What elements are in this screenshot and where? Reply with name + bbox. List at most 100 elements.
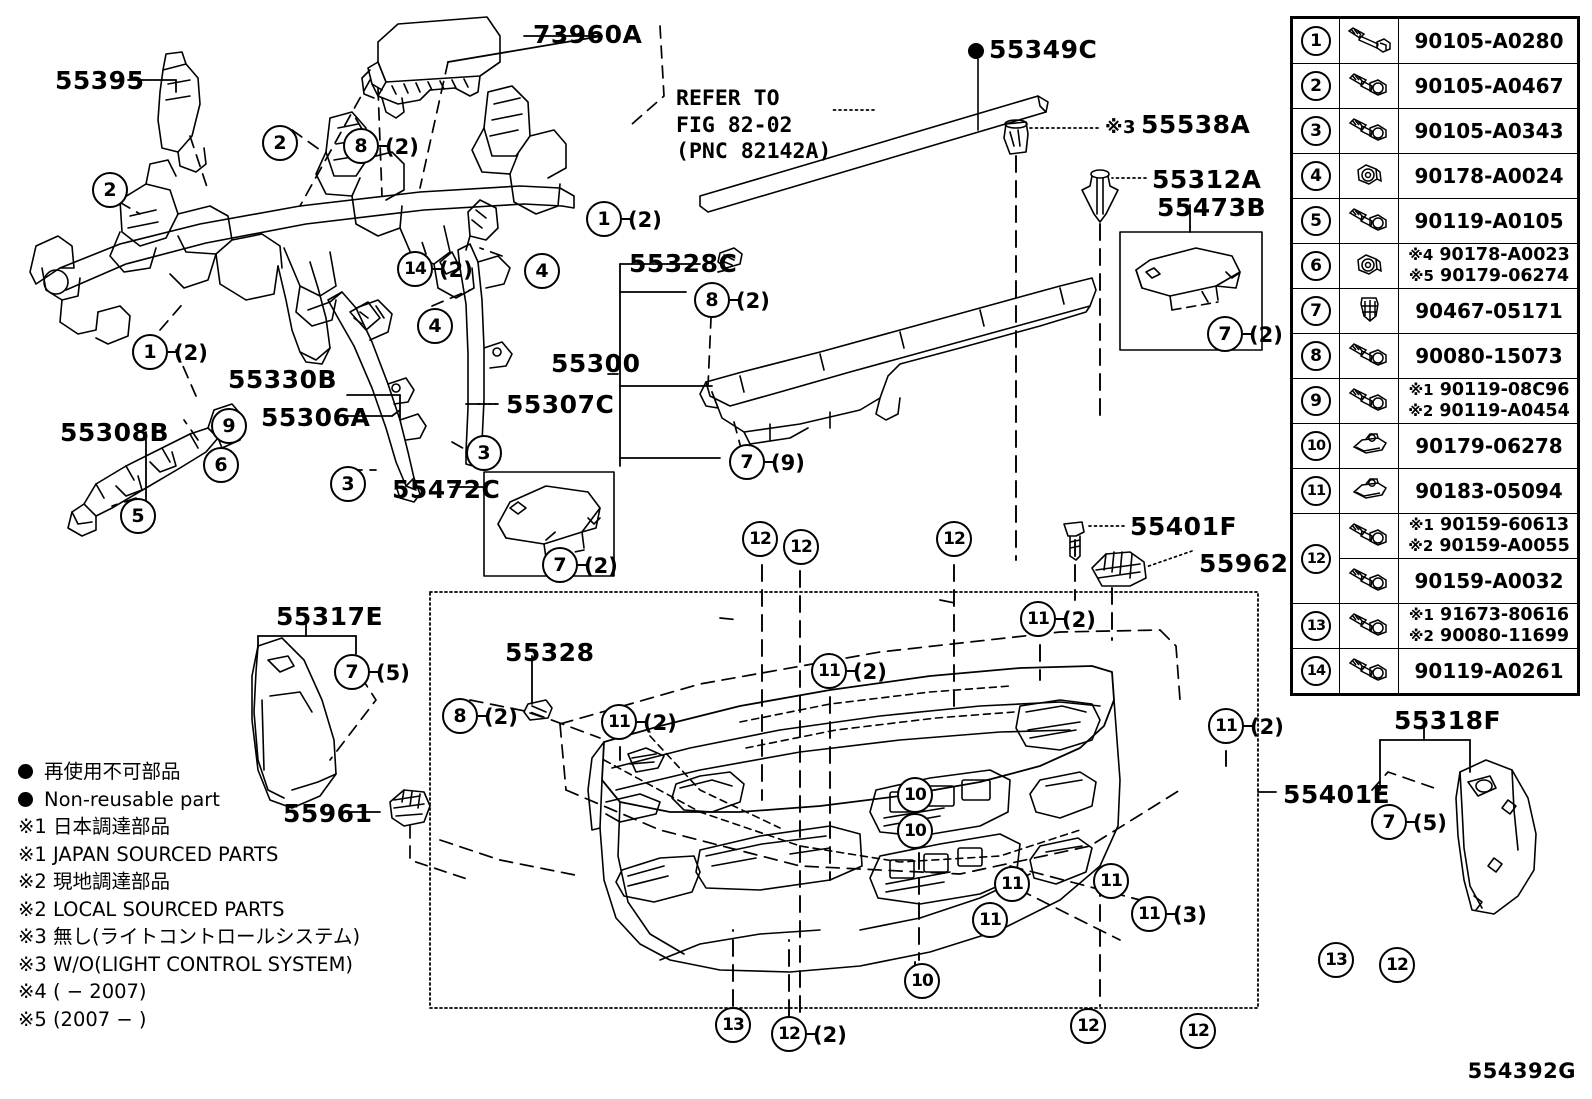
part-55318F-side-panel [1455, 759, 1537, 915]
part-number-55300: 55300 [551, 349, 641, 378]
parts-table-row: 8 90080-15073 [1292, 333, 1578, 379]
part-number-line: ※1 90119-08C96 [1401, 380, 1577, 401]
callout-qty-dash [765, 461, 773, 463]
part-number-value: 90178-A0024 [1414, 164, 1564, 188]
part-number-value: 90119-A0454 [1439, 401, 1570, 421]
callout-bubble-12: 12 [742, 521, 778, 557]
part-55328-bracket [523, 699, 553, 721]
part-number-value: 90119-08C96 [1439, 380, 1570, 400]
part-number-line: 90183-05094 [1401, 479, 1577, 503]
parts-table-item-number: 2 [1292, 63, 1340, 109]
part-number-55961: 55961 [283, 799, 373, 828]
part-55330B-beam-assembly [29, 51, 575, 365]
part-number-55317E: 55317E [276, 602, 384, 631]
parts-table-item-number: 1 [1292, 18, 1340, 64]
part-number-value: 90105-A0343 [1414, 119, 1564, 143]
leader-lines-solid [127, 35, 1471, 813]
legend-line: ※3 W/O(LIGHT CONTROL SYSTEM) [18, 951, 360, 979]
callout-quantity: (2) [1062, 608, 1096, 632]
part-number-value: 90080-15073 [1415, 344, 1563, 368]
non-reusable-dot-icon [18, 764, 33, 780]
legend-text: ※3 無し(ライトコントロールシステム) [18, 925, 361, 948]
part-55961-bracket [389, 789, 431, 827]
callout-bubble-8: 8 [442, 698, 478, 734]
parts-table-bubble-3: 3 [1301, 116, 1331, 146]
part-number-55349C: 55349C [968, 37, 1097, 62]
parts-table-bubble-12: 12 [1301, 543, 1331, 574]
parts-table-item-number: 9 [1292, 378, 1340, 424]
part-55349C-garnish [699, 51, 1049, 213]
part-number-55401F: 55401F [1130, 512, 1238, 541]
refer-to-note: REFER TO FIG 82-02 (PNC 82142A) [676, 86, 832, 164]
nut-icon [1339, 153, 1399, 199]
callout-bubble-7: 7 [729, 444, 765, 480]
part-number-55318F: 55318F [1394, 706, 1502, 735]
part-number-line: 90080-15073 [1401, 344, 1577, 368]
part-number-line: 90159-A0032 [1401, 569, 1577, 593]
callout-qty-dash [168, 351, 176, 353]
parts-table-item-number: 6 [1292, 243, 1340, 289]
legend-line: ※2 現地調達部品 [18, 868, 360, 896]
part-number-55395: 55395 [55, 66, 145, 95]
callout-bubble-11: 11 [1020, 601, 1056, 637]
parts-table-item-number: 11 [1292, 468, 1340, 514]
parts-table-part-number: 90119-A0105 [1398, 198, 1578, 244]
callout-qty-dash [433, 268, 441, 270]
parts-table-bubble-13: 13 [1301, 611, 1331, 641]
parts-table-item-number: 5 [1292, 198, 1340, 244]
part-number-55328C: 55328C [629, 249, 738, 278]
parts-table-part-number: ※4 90178-A0023※5 90179-06274 [1398, 243, 1578, 289]
part-number-55330B: 55330B [228, 365, 338, 394]
part-number-value: 90159-A0055 [1439, 536, 1570, 556]
source-mark: ※4 [1408, 246, 1434, 264]
part-number-55306A: 55306A [261, 403, 371, 432]
part-55328C-bracket [717, 247, 743, 269]
assembly-axis-lines [619, 155, 1227, 1017]
callout-bubble-1: 1 [132, 334, 168, 370]
source-mark: ※5 [1408, 267, 1434, 285]
callout-bubble-3: 3 [330, 466, 366, 502]
part-55538A-grommet [1003, 119, 1029, 155]
legend-text: Non-reusable part [44, 787, 220, 811]
callout-quantity: (2) [1249, 323, 1283, 347]
callout-bubble-2: 2 [92, 172, 128, 208]
parts-table-item-number: 8 [1292, 333, 1340, 379]
callout-qty-dash [478, 715, 486, 717]
callout-bubble-13: 13 [715, 1007, 751, 1043]
legend-line: ※3 無し(ライトコントロールシステム) [18, 923, 360, 951]
callout-bubble-10: 10 [904, 963, 940, 999]
source-mark: ※1 [1408, 606, 1434, 624]
source-mark: ※2 [1408, 627, 1434, 645]
callout-quantity: (9) [771, 451, 805, 475]
part-number-73960A: 73960A [533, 20, 643, 49]
flange-bolt-icon [1339, 648, 1399, 694]
non-reusable-dot-icon [18, 791, 33, 807]
part-number-55962: 55962 [1199, 549, 1289, 578]
parts-table-item-number: 13 [1292, 603, 1340, 649]
callout-quantity: (2) [174, 341, 208, 365]
callout-quantity: (2) [584, 554, 618, 578]
parts-table-part-number: ※1 90159-60613※2 90159-A0055 [1398, 513, 1578, 559]
callout-bubble-10: 10 [897, 813, 933, 849]
callout-bubble-4: 4 [417, 308, 453, 344]
part-number-55307C: 55307C [506, 390, 615, 419]
parts-table-row: 3 90105-A0343 [1292, 108, 1578, 154]
callout-bubble-8: 8 [343, 128, 379, 164]
callout-bubble-11: 11 [1093, 863, 1129, 899]
legend-text: ※2 現地調達部品 [18, 870, 170, 893]
part-number-line: 90179-06278 [1401, 434, 1577, 458]
callout-qty-dash [847, 670, 855, 672]
non-reusable-dot-icon [968, 43, 984, 59]
flange-bolt-icon [1339, 333, 1399, 379]
flange-bolt-icon [1339, 378, 1399, 424]
callout-quantity: (2) [439, 258, 473, 282]
source-mark: ※2 [1408, 537, 1434, 555]
callout-bubble-7: 7 [1371, 804, 1407, 840]
callout-bubble-12: 12 [1180, 1013, 1216, 1049]
part-number-line: ※5 90179-06274 [1401, 266, 1577, 287]
callout-bubble-5: 5 [120, 498, 156, 534]
callout-qty-dash [1167, 913, 1175, 915]
